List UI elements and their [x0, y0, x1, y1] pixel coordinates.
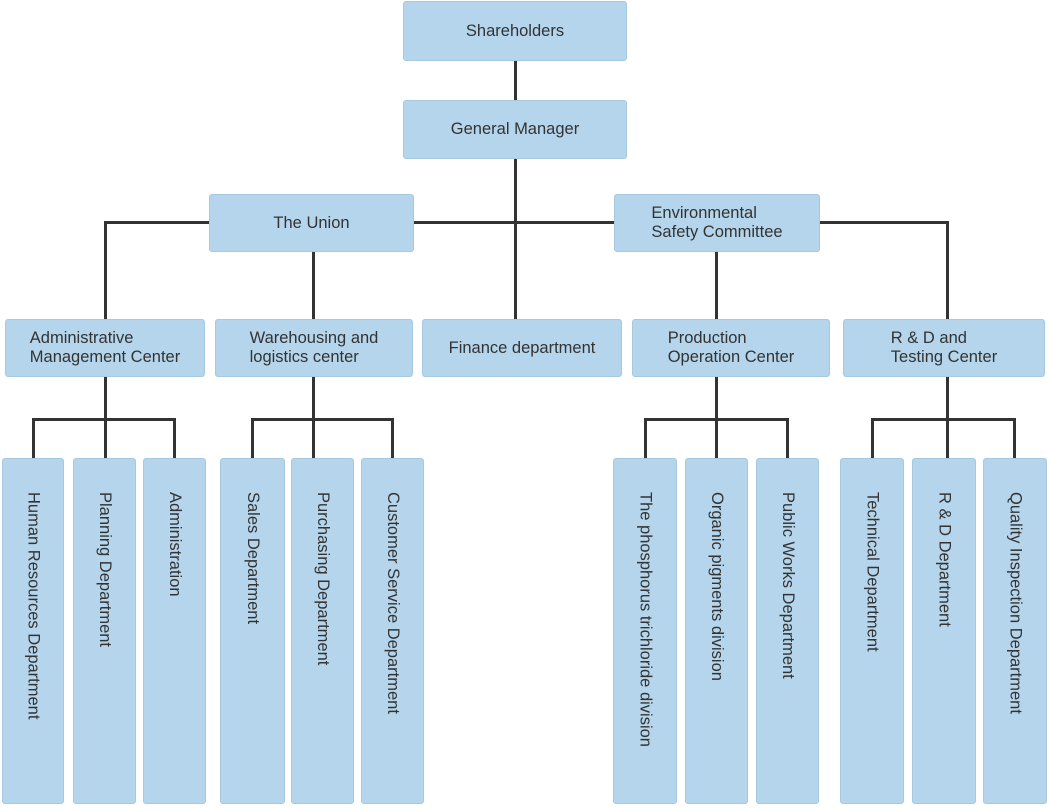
- node-customer-service-department-label: Customer Service Department: [384, 492, 402, 714]
- node-general-manager: General Manager: [403, 100, 627, 159]
- connector-line: [391, 418, 394, 458]
- node-technical-department: Technical Department: [840, 458, 904, 804]
- node-organic-pigments-division: Organic pigments division: [685, 458, 748, 804]
- connector-line: [251, 418, 394, 421]
- node-sales-department-label: Sales Department: [244, 492, 262, 625]
- node-purchasing-department-label: Purchasing Department: [314, 492, 332, 666]
- node-administration: Administration: [143, 458, 206, 804]
- node-planning-department-label: Planning Department: [96, 492, 114, 648]
- connector-line: [514, 159, 517, 320]
- node-general-manager-label: General Manager: [450, 120, 580, 138]
- node-warehousing-logistics-center: Warehousing and logistics center: [215, 319, 413, 377]
- node-rd-department: R & D Department: [912, 458, 976, 804]
- connector-line: [786, 418, 789, 458]
- node-customer-service-department: Customer Service Department: [361, 458, 424, 804]
- node-quality-inspection-department-label: Quality Inspection Department: [1006, 492, 1025, 714]
- node-finance-department-label: Finance department: [448, 338, 596, 357]
- node-administrative-management-center: Administrative Management Center: [5, 319, 205, 377]
- node-shareholders-label: Shareholders: [465, 21, 565, 40]
- node-organic-pigments-division-label: Organic pigments division: [708, 492, 726, 681]
- node-phosphorus-trichloride-division-label: The phosphorus trichloride division: [636, 492, 655, 747]
- connector-line: [104, 221, 107, 320]
- connector-line: [946, 377, 949, 458]
- node-public-works-department: Public Works Department: [756, 458, 819, 804]
- connector-line: [715, 377, 718, 458]
- node-the-union-label: The Union: [273, 213, 350, 232]
- connector-line: [871, 418, 1015, 421]
- connector-line: [312, 377, 315, 458]
- connector-line: [104, 221, 948, 224]
- node-shareholders: Shareholders: [403, 1, 627, 61]
- connector-line: [104, 377, 107, 458]
- node-technical-department-label: Technical Department: [863, 492, 882, 652]
- connector-line: [871, 418, 874, 458]
- node-finance-department: Finance department: [422, 319, 622, 377]
- connector-line: [251, 418, 254, 458]
- node-environmental-safety-committee: Environmental Safety Committee: [614, 194, 820, 252]
- node-production-operation-center: Production Operation Center: [632, 319, 830, 377]
- connector-line: [32, 418, 35, 458]
- connector-line: [32, 418, 176, 421]
- connector-line: [946, 221, 949, 320]
- node-human-resources-department-label: Human Resources Department: [24, 492, 43, 720]
- node-rd-department-label: R & D Department: [935, 492, 954, 627]
- connector-line: [715, 252, 718, 320]
- node-quality-inspection-department: Quality Inspection Department: [983, 458, 1047, 804]
- node-purchasing-department: Purchasing Department: [291, 458, 354, 804]
- node-the-union: The Union: [209, 194, 414, 252]
- node-production-operation-center-label: Production Operation Center: [667, 329, 795, 366]
- node-human-resources-department: Human Resources Department: [2, 458, 64, 804]
- node-sales-department: Sales Department: [220, 458, 285, 804]
- node-rd-testing-center: R & D and Testing Center: [843, 319, 1045, 377]
- connector-line: [514, 61, 517, 101]
- node-administration-label: Administration: [166, 492, 184, 597]
- node-rd-testing-center-label: R & D and Testing Center: [890, 329, 998, 366]
- connector-line: [644, 418, 647, 458]
- connector-line: [173, 418, 176, 458]
- connector-line: [312, 252, 315, 320]
- connector-line: [644, 418, 788, 421]
- node-warehousing-logistics-center-label: Warehousing and logistics center: [249, 329, 379, 366]
- node-administrative-management-center-label: Administrative Management Center: [29, 329, 181, 366]
- node-public-works-department-label: Public Works Department: [779, 492, 797, 679]
- node-phosphorus-trichloride-division: The phosphorus trichloride division: [613, 458, 677, 804]
- node-environmental-safety-committee-label: Environmental Safety Committee: [651, 204, 783, 241]
- connector-line: [1013, 418, 1016, 458]
- node-planning-department: Planning Department: [73, 458, 136, 804]
